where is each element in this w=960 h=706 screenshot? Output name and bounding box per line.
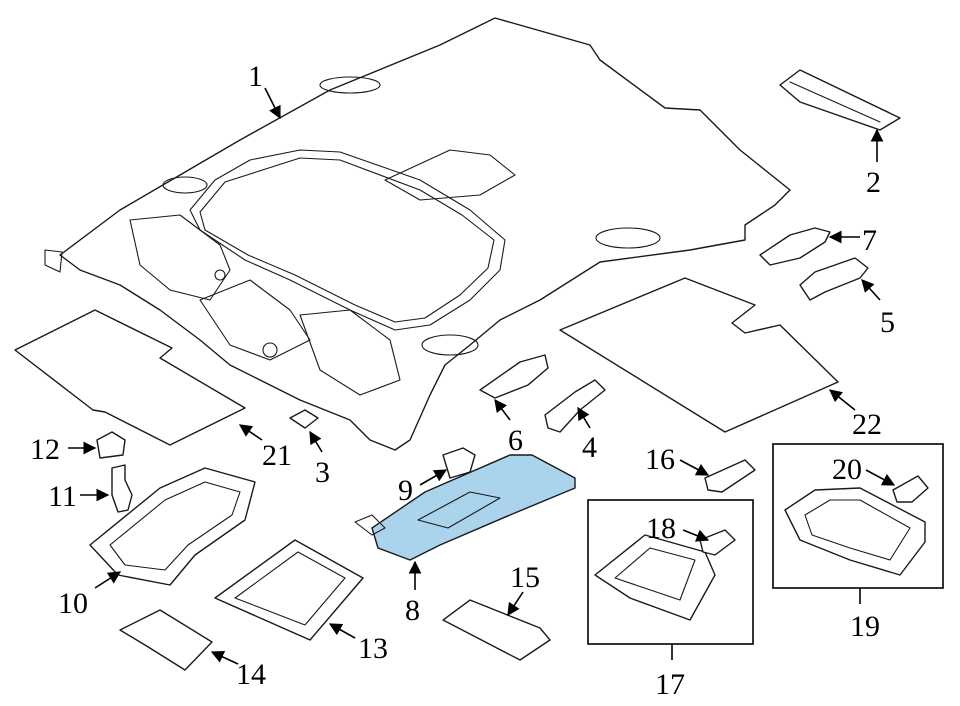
leader-6 xyxy=(494,398,511,421)
callout-label: 10 xyxy=(58,587,88,620)
callout-label: 19 xyxy=(850,610,880,643)
bulb-part-18[interactable] xyxy=(699,529,736,556)
callout-label: 12 xyxy=(30,433,60,466)
console-frame-part-10[interactable] xyxy=(89,467,256,586)
callout-label: 22 xyxy=(852,408,882,441)
callout-label: 14 xyxy=(236,658,266,691)
grab-handle-part-5[interactable] xyxy=(799,257,869,301)
leader-13 xyxy=(328,623,356,639)
bulb-part-20[interactable] xyxy=(892,475,929,503)
leader-10 xyxy=(94,571,122,589)
bracket-part-6[interactable] xyxy=(479,354,549,399)
clip-part-9[interactable] xyxy=(442,447,476,479)
leader-4 xyxy=(577,406,591,429)
leader-22 xyxy=(829,389,856,411)
leader-9 xyxy=(419,469,448,486)
callout-label: 2 xyxy=(866,166,881,199)
sun-visor-highlight xyxy=(371,454,576,561)
callout-label: 17 xyxy=(655,668,685,701)
lamp-assembly-part-19[interactable] xyxy=(784,487,926,576)
callout-label: 5 xyxy=(880,306,895,339)
callout-label: 16 xyxy=(645,443,675,476)
cover-part-14[interactable] xyxy=(119,609,213,671)
cover-part-15[interactable] xyxy=(442,599,551,661)
bracket-part-7[interactable] xyxy=(759,227,831,266)
callout-label: 4 xyxy=(582,431,597,464)
callout-label: 1 xyxy=(248,60,263,93)
callout-box-17 xyxy=(587,499,754,645)
small-pad-part-3[interactable] xyxy=(289,409,319,429)
callout-label: 3 xyxy=(315,456,330,489)
callout-box-19 xyxy=(772,443,944,589)
insulation-pad-left-part[interactable] xyxy=(14,309,246,446)
callout-label: 13 xyxy=(358,632,388,665)
callout-label: 9 xyxy=(398,474,413,507)
callout-label: 11 xyxy=(48,480,77,513)
callout-label: 21 xyxy=(262,439,292,472)
callout-label: 15 xyxy=(510,561,540,594)
leader-18 xyxy=(682,529,710,542)
grab-handle-part-4[interactable] xyxy=(544,379,606,433)
leader-15 xyxy=(507,591,524,617)
callout-label: 18 xyxy=(646,512,676,545)
leader-14 xyxy=(210,651,239,665)
leader-16 xyxy=(679,459,710,476)
leader-1 xyxy=(264,87,281,120)
sun-visor-part-8[interactable] xyxy=(354,454,576,561)
leader-20 xyxy=(865,469,896,486)
cap-part-12[interactable] xyxy=(96,431,126,459)
callout-label: 6 xyxy=(508,424,523,457)
leader-21 xyxy=(238,424,263,441)
callout-label: 20 xyxy=(832,453,862,486)
lamp-assembly-part-17[interactable] xyxy=(594,534,716,621)
bulb-part-16[interactable] xyxy=(704,459,756,493)
clip-part-11[interactable] xyxy=(111,464,133,513)
headliner-part[interactable] xyxy=(44,17,791,451)
leader-5 xyxy=(861,279,881,301)
leader-3 xyxy=(309,430,323,453)
tray-part-13[interactable] xyxy=(214,539,364,641)
rear-trim-strip-part[interactable] xyxy=(779,69,901,131)
insulation-pad-right-part[interactable] xyxy=(559,277,839,433)
callout-label: 8 xyxy=(405,594,420,627)
callout-label: 7 xyxy=(862,224,877,257)
